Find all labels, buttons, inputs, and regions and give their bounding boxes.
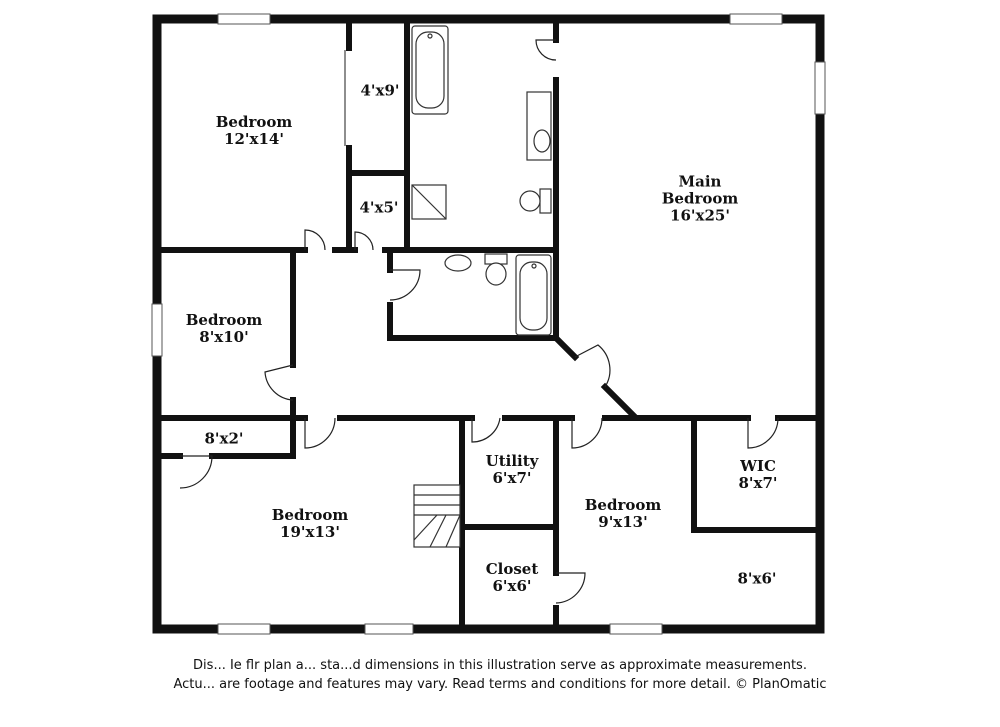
door-swings <box>179 39 779 604</box>
room-name: Closet <box>485 560 539 578</box>
door-utility <box>471 417 501 443</box>
room-name-line2: Bedroom <box>661 189 739 208</box>
window-north-left <box>217 13 271 25</box>
label-wic: WIC 8'x7' <box>738 458 777 492</box>
disclaimer-line1: Dis... Ie flr plan a... sta...d dimensio… <box>193 658 807 673</box>
label-closet-c: 8'x2' <box>204 429 244 448</box>
window-west <box>151 303 163 357</box>
room-size: 12'x14' <box>224 130 284 148</box>
door-nw-bedroom <box>304 229 326 251</box>
windows <box>151 13 826 635</box>
sink-hall <box>444 254 472 272</box>
door-w-bedroom <box>264 364 294 401</box>
room-name: Utility <box>485 452 539 470</box>
room-size: 8'x2' <box>204 429 244 448</box>
room-size: 6'x7' <box>492 469 532 487</box>
label-area-se: 8'x6' <box>737 569 777 588</box>
door-main-bedroom <box>574 344 611 388</box>
window-south-2 <box>364 623 414 635</box>
window-south-3 <box>609 623 663 635</box>
window-south-1 <box>217 623 271 635</box>
door-hall-bath <box>389 269 421 301</box>
room-size: 8'x10' <box>199 328 249 346</box>
room-name: Bedroom <box>584 496 662 514</box>
label-closet-b: 4'x5' <box>359 198 399 217</box>
toilet-tank-main <box>539 188 552 214</box>
label-bedroom-w: Bedroom 8'x10' <box>186 312 263 346</box>
fixtures <box>411 25 552 336</box>
room-size: 9'x13' <box>598 513 648 531</box>
toilet-main <box>519 190 541 212</box>
label-bedroom-s: Bedroom 9'x13' <box>585 497 662 531</box>
door-closet-b <box>354 231 374 251</box>
room-size: 4'x9' <box>360 81 400 100</box>
room-size: 4'x5' <box>359 198 399 217</box>
room-size: 8'x6' <box>737 569 777 588</box>
staircase <box>413 484 461 548</box>
room-size: 19'x13' <box>280 523 340 541</box>
room-name: Bedroom <box>185 311 263 329</box>
label-bedroom-sw: Bedroom 19'x13' <box>272 507 349 541</box>
label-closet-a: 4'x9' <box>360 81 400 100</box>
interior-walls <box>154 16 823 632</box>
window-east <box>814 61 826 115</box>
sink-main <box>533 129 551 153</box>
room-size: 6'x6' <box>492 577 532 595</box>
door-s-bedroom <box>571 417 603 449</box>
door-closet-d <box>555 572 586 604</box>
label-closet-d: Closet 6'x6' <box>486 561 539 595</box>
label-utility: Utility 6'x7' <box>486 453 539 487</box>
door-wic <box>747 417 779 449</box>
room-name: Bedroom <box>271 506 349 524</box>
toilet-hall <box>485 262 507 286</box>
room-size: 8'x7' <box>738 474 778 492</box>
window-north-right <box>729 13 783 25</box>
door-main-bath <box>535 39 557 61</box>
disclaimer: Dis... Ie flr plan a... sta...d dimensio… <box>0 656 1000 694</box>
label-bedroom-nw: Bedroom 12'x14' <box>216 114 293 148</box>
label-main-bedroom: Main Bedroom 16'x25' <box>661 172 739 225</box>
room-name-line1: Main <box>678 172 722 191</box>
door-sw-bedroom <box>304 417 336 449</box>
door-closet-c <box>179 455 213 489</box>
room-name: WIC <box>740 457 776 475</box>
disclaimer-line2: Actu... are footage and features may var… <box>173 677 827 692</box>
room-name: Bedroom <box>215 113 293 131</box>
room-size: 16'x25' <box>670 206 730 225</box>
